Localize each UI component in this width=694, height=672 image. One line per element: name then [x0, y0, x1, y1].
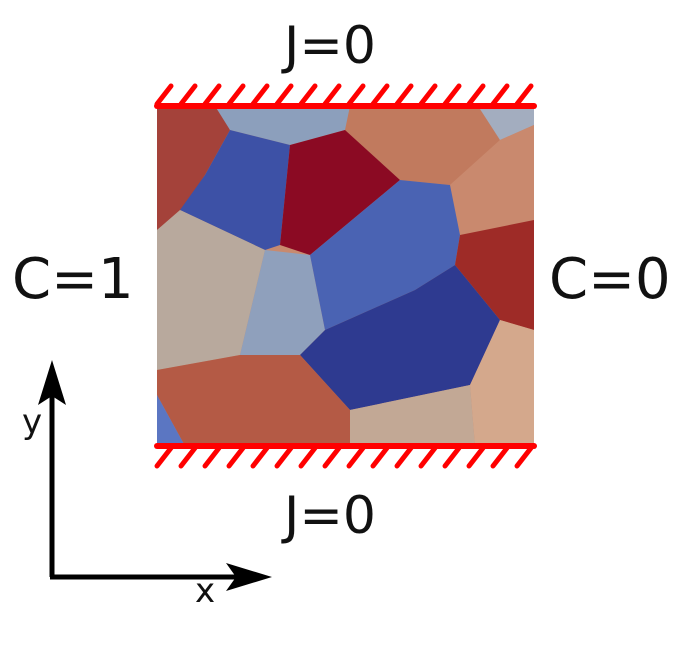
grain [470, 320, 534, 446]
boundary-hatch-mark [322, 83, 342, 107]
coordinate-axes [38, 360, 272, 591]
grain [157, 355, 350, 446]
boundary-hatch-mark [442, 445, 462, 469]
boundary-hatch-mark [346, 445, 366, 469]
top-boundary-label: J=0 [284, 16, 376, 76]
grain [157, 395, 185, 446]
boundary-hatch-mark [370, 445, 390, 469]
grain [345, 106, 500, 185]
boundary-hatch-mark [226, 445, 246, 469]
grain [157, 106, 230, 230]
boundary-hatch-mark [226, 83, 246, 107]
top-boundary [154, 83, 537, 109]
boundary-hatch-mark [178, 83, 198, 107]
boundary-hatch-mark [250, 445, 270, 469]
bottom-boundary-label: J=0 [284, 486, 376, 546]
boundary-hatch-mark [418, 83, 438, 107]
boundary-hatch-mark [490, 83, 510, 107]
boundary-hatch-mark [298, 83, 318, 107]
boundary-hatch-mark [298, 445, 318, 469]
left-boundary-label: C=1 [12, 247, 134, 312]
boundary-hatch-mark [466, 445, 486, 469]
boundary-hatch-mark [514, 445, 534, 469]
boundary-hatch-mark [202, 445, 222, 469]
grain [478, 106, 534, 140]
boundary-hatch-mark [490, 445, 510, 469]
boundary-hatch-mark [274, 83, 294, 107]
boundary-hatch-mark [442, 83, 462, 107]
grain [300, 265, 500, 410]
grain [180, 130, 290, 250]
grain [350, 385, 475, 446]
boundary-hatch-mark [514, 83, 534, 107]
boundary-hatch-mark [322, 445, 342, 469]
grain-domain [157, 106, 534, 446]
grain [450, 125, 534, 235]
boundary-hatch-mark [370, 83, 390, 107]
bottom-boundary [154, 443, 537, 469]
y-axis-label: y [22, 402, 43, 442]
boundary-hatch-mark [394, 83, 414, 107]
boundary-hatch-mark [466, 83, 486, 107]
grain [455, 220, 534, 330]
boundary-hatch-mark [418, 445, 438, 469]
boundary-hatch-mark [274, 445, 294, 469]
boundary-hatch-mark [154, 445, 174, 469]
boundary-hatch-mark [202, 83, 222, 107]
boundary-hatch-mark [394, 445, 414, 469]
boundary-hatch-mark [178, 445, 198, 469]
grain [280, 130, 400, 255]
grain [215, 106, 355, 145]
x-axis-arrowhead [226, 563, 272, 591]
y-axis-arrowhead [38, 360, 66, 405]
right-boundary-label: C=0 [549, 247, 671, 312]
boundary-hatch-mark [154, 83, 174, 107]
grain [157, 210, 265, 370]
grain [310, 180, 460, 330]
boundary-hatch-mark [250, 83, 270, 107]
boundary-hatch-mark [346, 83, 366, 107]
x-axis-label: x [195, 571, 216, 611]
grain [240, 250, 325, 355]
